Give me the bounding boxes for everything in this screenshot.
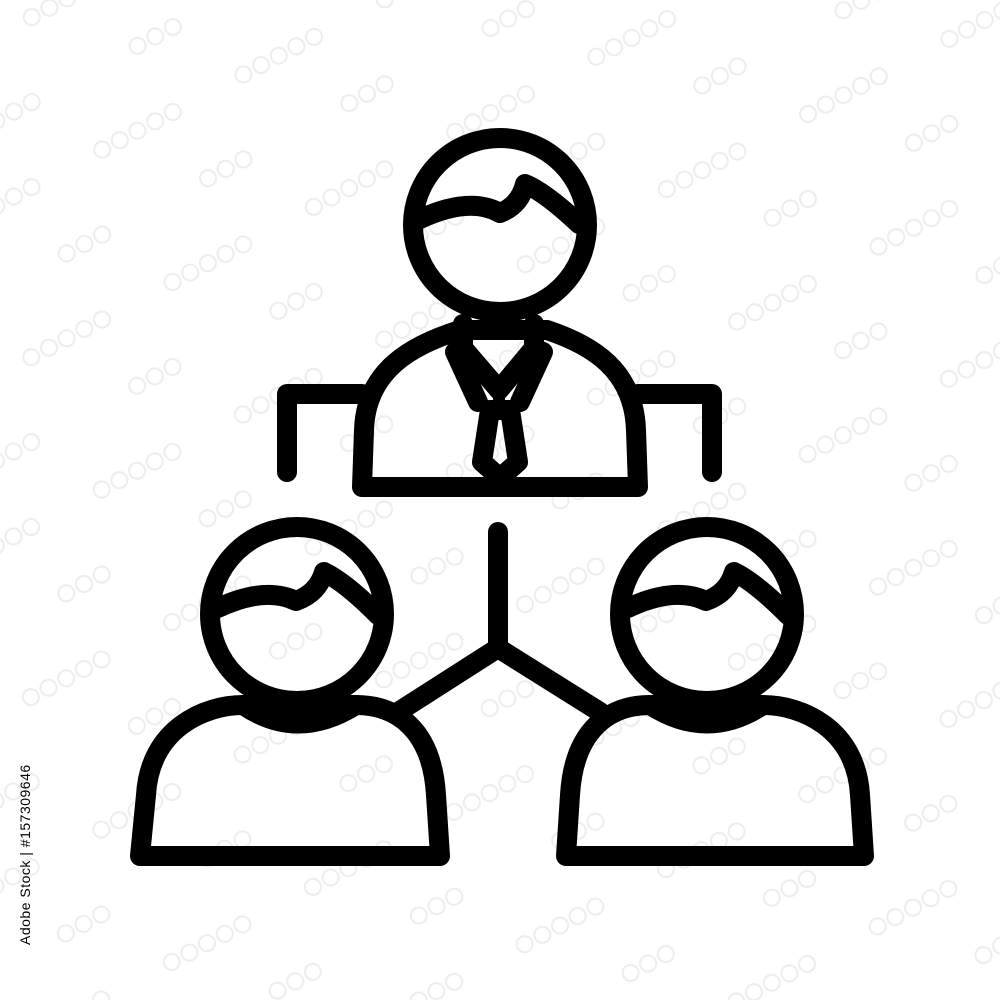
member-left-person-icon: [130, 517, 450, 866]
leader-person-icon: [352, 128, 648, 497]
tie-knot: [493, 393, 505, 405]
stock-id-label: Adobe Stock | #157309646: [17, 764, 33, 945]
member-right-person-icon: [556, 517, 874, 866]
connector-branch: [388, 522, 610, 722]
